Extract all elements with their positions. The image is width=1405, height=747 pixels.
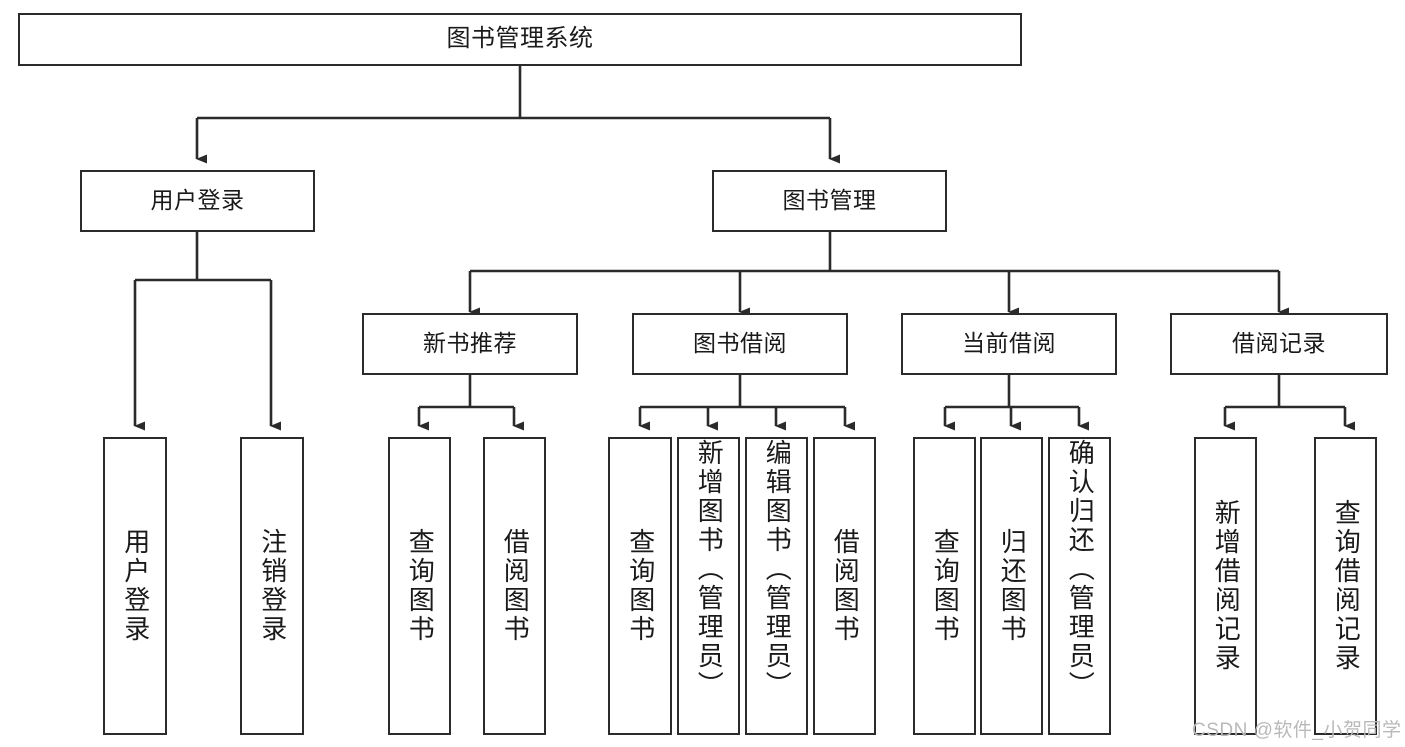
leaf-bookborrow-add-book-label: 新增图书（管理员） [694, 439, 725, 700]
leaf-currentborrow-confirm-return[interactable]: 确认归还（管理员） [1048, 437, 1111, 735]
leaf-bookborrow-edit-book-inner: 编辑图书（管理员） [747, 439, 806, 733]
leaf-currentborrow-return-book[interactable]: 归还图书 [980, 437, 1043, 735]
node-root-label: 图书管理系统 [446, 25, 594, 53]
node-root-system[interactable]: 图书管理系统 [18, 13, 1022, 66]
leaf-user-logout-label: 注销登录 [257, 528, 288, 644]
leaf-currentborrow-query-book-label: 查询图书 [930, 528, 961, 644]
leaf-borrowrecord-query-record-label: 查询借阅记录 [1331, 499, 1362, 673]
node-book-manage-label: 图书管理 [782, 187, 877, 214]
leaf-bookborrow-query-book-inner: 查询图书 [610, 439, 670, 733]
leaf-borrowrecord-query-record-inner: 查询借阅记录 [1316, 439, 1375, 733]
node-current-borrow[interactable]: 当前借阅 [901, 313, 1117, 375]
leaf-currentborrow-confirm-return-inner: 确认归还（管理员） [1050, 439, 1109, 733]
leaf-newbook-query-book-inner: 查询图书 [390, 439, 449, 733]
node-new-book-recommend-label: 新书推荐 [423, 330, 517, 357]
leaf-bookborrow-add-book-inner: 新增图书（管理员） [679, 439, 738, 733]
leaf-bookborrow-borrow-book-inner: 借阅图书 [815, 439, 874, 733]
node-borrow-record-label: 借阅记录 [1232, 330, 1326, 357]
leaf-borrowrecord-query-record[interactable]: 查询借阅记录 [1314, 437, 1377, 735]
node-new-book-recommend[interactable]: 新书推荐 [362, 313, 578, 375]
leaf-borrowrecord-add-record[interactable]: 新增借阅记录 [1194, 437, 1257, 735]
leaf-currentborrow-query-book[interactable]: 查询图书 [913, 437, 976, 735]
node-book-borrow[interactable]: 图书借阅 [632, 313, 848, 375]
leaf-borrowrecord-add-record-inner: 新增借阅记录 [1196, 439, 1255, 733]
leaf-newbook-query-book-label: 查询图书 [405, 528, 436, 644]
node-book-manage[interactable]: 图书管理 [712, 170, 947, 232]
leaf-bookborrow-query-book[interactable]: 查询图书 [608, 437, 672, 735]
leaf-newbook-borrow-book-inner: 借阅图书 [485, 439, 544, 733]
leaf-bookborrow-query-book-label: 查询图书 [625, 528, 656, 644]
leaf-currentborrow-return-book-label: 归还图书 [997, 528, 1028, 644]
leaf-bookborrow-edit-book[interactable]: 编辑图书（管理员） [745, 437, 808, 735]
leaf-currentborrow-return-book-inner: 归还图书 [982, 439, 1041, 733]
node-borrow-record[interactable]: 借阅记录 [1170, 313, 1388, 375]
node-user-login-label: 用户登录 [150, 187, 245, 214]
leaf-user-login-label: 用户登录 [120, 528, 151, 644]
leaf-bookborrow-borrow-book-label: 借阅图书 [830, 528, 861, 644]
node-book-borrow-label: 图书借阅 [693, 330, 787, 357]
leaf-currentborrow-confirm-return-label: 确认归还（管理员） [1065, 439, 1096, 700]
leaf-bookborrow-edit-book-label: 编辑图书（管理员） [762, 439, 793, 700]
leaf-newbook-borrow-book-label: 借阅图书 [500, 528, 531, 644]
leaf-user-logout-inner: 注销登录 [242, 439, 302, 733]
leaf-borrowrecord-add-record-label: 新增借阅记录 [1211, 499, 1242, 673]
leaf-newbook-borrow-book[interactable]: 借阅图书 [483, 437, 546, 735]
leaf-currentborrow-query-book-inner: 查询图书 [915, 439, 974, 733]
leaf-user-logout[interactable]: 注销登录 [240, 437, 304, 735]
leaf-user-login[interactable]: 用户登录 [103, 437, 167, 735]
leaf-bookborrow-borrow-book[interactable]: 借阅图书 [813, 437, 876, 735]
leaf-user-login-inner: 用户登录 [105, 439, 165, 733]
node-user-login[interactable]: 用户登录 [80, 170, 315, 232]
leaf-bookborrow-add-book[interactable]: 新增图书（管理员） [677, 437, 740, 735]
leaf-newbook-query-book[interactable]: 查询图书 [388, 437, 451, 735]
node-current-borrow-label: 当前借阅 [962, 330, 1056, 357]
watermark-text: CSDN @软件_小贺同学 [1192, 720, 1402, 741]
